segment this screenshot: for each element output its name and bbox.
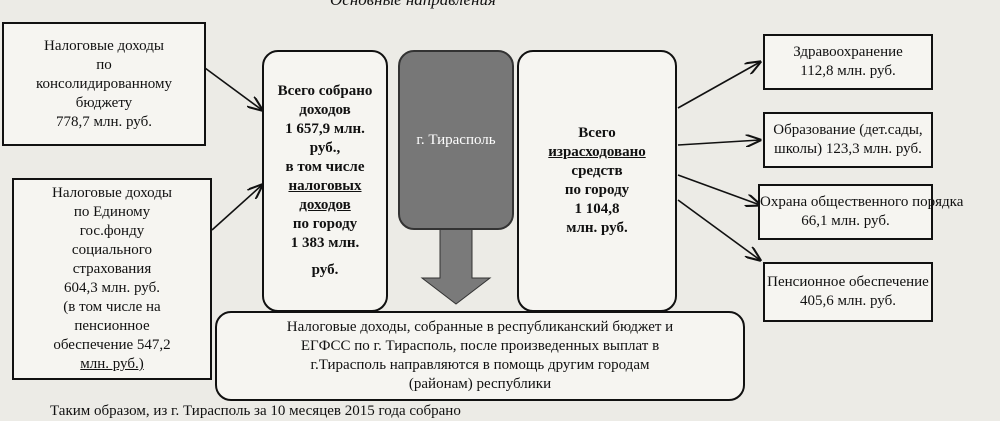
text: Всего собрано [277, 83, 373, 99]
text: доходов [299, 197, 351, 213]
text: руб. [311, 262, 339, 278]
text: Образование (дет.сады, [773, 122, 923, 138]
text: по городу [564, 182, 630, 198]
total-spent-box: Всего израсходовано средств по городу 1 104,… [517, 50, 677, 312]
city-label: г. Тирасполь [416, 131, 496, 148]
text: израсходовано [548, 144, 646, 160]
text: доходов [299, 102, 351, 118]
text: Пенсионное обеспечение [767, 274, 929, 290]
public-order-box: Охрана общественного порядка 66,1 млн. ру… [758, 184, 964, 240]
text: налоговых [288, 178, 362, 194]
text: млн. руб.) [80, 356, 144, 372]
text: 405,6 млн. руб. [800, 293, 896, 309]
footer-text: Таким образом, из г. Тирасполь за 10 мес… [50, 403, 461, 419]
text: пенсионное [74, 318, 150, 334]
text: Налоговые доходы, собранные в республика… [286, 319, 674, 335]
text: 66,1 млн. руб. [801, 213, 890, 229]
text: в том числе [285, 159, 365, 175]
text: Всего [578, 125, 616, 141]
redistribution-box: Налоговые доходы, собранные в республика… [215, 311, 745, 401]
text: гос.фонду [79, 223, 145, 239]
pension-box: Пенсионное обеспечение 405,6 млн. руб. [763, 262, 933, 322]
text: Налоговые доходы [44, 37, 164, 54]
text: Здравоохранение [793, 44, 903, 60]
text: бюджету [75, 94, 133, 111]
text: по городу [292, 216, 358, 232]
education-box: Образование (дет.сады, школы) 123,3 млн. … [763, 112, 933, 168]
text: 604,3 млн. руб. [64, 280, 160, 296]
tax-income-social-fund-box: Налоговые доходы по Единому гос.фонду социа… [12, 178, 212, 380]
text: (в том числе на [63, 299, 161, 315]
text: ЕГФСС по г. Тирасполь, после произведенн… [300, 338, 660, 354]
text: Охрана общественного порядка [760, 194, 964, 210]
diagram-title: Основные направления [330, 0, 496, 10]
tax-income-consolidated-box: Налоговые доходы по консолидированному бюдж… [2, 22, 206, 146]
text: млн. руб. [566, 220, 628, 236]
city-box: г. Тирасполь [398, 50, 514, 230]
text: по [96, 56, 112, 73]
text: руб., [309, 140, 341, 156]
text: средств [571, 163, 623, 179]
healthcare-box: Здравоохранение 112,8 млн. руб. [763, 34, 933, 90]
text: школы) 123,3 млн. руб. [774, 141, 922, 157]
total-collected-box: Всего собрано доходов 1 657,9 млн. руб., в т… [262, 50, 388, 312]
text: 112,8 млн. руб. [800, 63, 896, 79]
text: по Единому [73, 204, 151, 220]
text: консолидированному [36, 75, 172, 92]
text: Налоговые доходы [52, 185, 172, 201]
text: страхования [72, 261, 152, 277]
text: г.Тирасполь направляются в помощь другим… [310, 357, 650, 373]
text: 1 657,9 млн. [285, 121, 365, 137]
text: (районам) республики [408, 376, 552, 392]
text: социального [71, 242, 153, 258]
text: обеспечение 547,2 [53, 337, 171, 353]
text: 1 383 млн. [290, 235, 360, 251]
text: 1 104,8 [574, 201, 620, 217]
text: 778,7 млн. руб. [56, 113, 152, 130]
down-arrow [420, 227, 492, 305]
